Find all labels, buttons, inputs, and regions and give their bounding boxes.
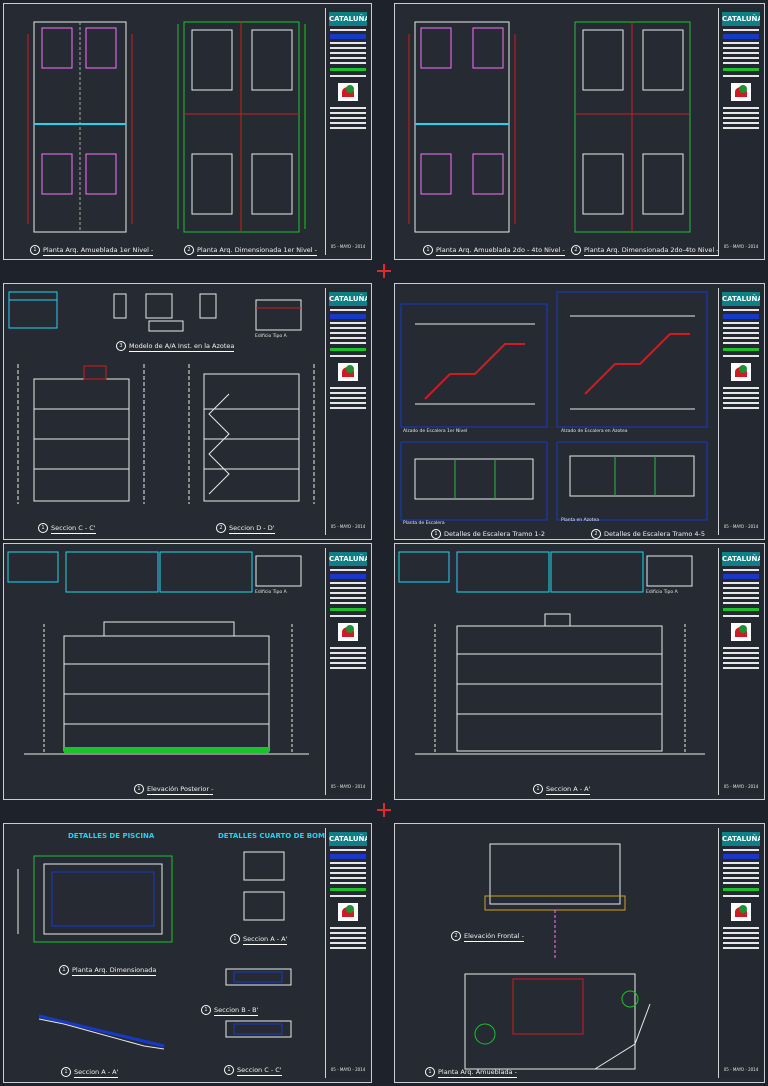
project-title: CATALUÑA II — [329, 12, 367, 26]
pool-detail-drawings — [17, 851, 292, 1050]
sheet-separator-cross-icon — [377, 803, 391, 817]
company-logo-icon — [731, 363, 751, 381]
title-block: CATALUÑA II 05 - MAYO - 2014 — [325, 548, 370, 795]
sheet-date: 05 - MAYO - 2014 — [723, 244, 759, 249]
project-title: CATALUÑA II — [329, 832, 367, 846]
company-logo-icon — [338, 83, 358, 101]
sheet-detalles-escalera[interactable]: Alzado de Escalera 1er Nivel Alzado de E… — [394, 283, 765, 540]
project-title: CATALUÑA II — [722, 292, 760, 306]
project-title: CATALUÑA II — [329, 292, 367, 306]
stair-detail-drawings — [400, 291, 708, 521]
project-title: CATALUÑA II — [722, 552, 760, 566]
section-drawing — [398, 551, 705, 755]
title-block: CATALUÑA II 05 - MAYO - 2014 — [718, 548, 763, 795]
title-block: CATALUÑA II 05 - MAYO - 2014 — [325, 8, 370, 255]
company-logo-icon — [731, 83, 751, 101]
title-block: CATALUÑA II 05 - MAYO - 2014 — [325, 288, 370, 535]
sheet-date: 05 - MAYO - 2014 — [330, 524, 366, 529]
site-plan-drawings — [464, 843, 651, 1070]
section-heading: DETALLES DE PISCINA — [68, 832, 155, 840]
company-logo-icon — [731, 903, 751, 921]
title-block: CATALUÑA II 05 - MAYO - 2014 — [325, 828, 370, 1078]
sheet-date: 05 - MAYO - 2014 — [330, 1067, 366, 1072]
section-heading: DETALLES CUARTO DE BOMBA — [218, 832, 336, 840]
sheet-detalles-piscina[interactable]: DETALLES DE PISCINA DETALLES CUARTO DE B… — [3, 823, 372, 1083]
building-type-label: Edificio Tipo A — [646, 590, 678, 595]
company-logo-icon — [338, 903, 358, 921]
sheet-date: 05 - MAYO - 2014 — [330, 244, 366, 249]
title-block: CATALUÑA II 05 - MAYO - 2014 — [718, 828, 763, 1078]
drawing-label: Planta en Azotea — [561, 518, 600, 523]
drawing-label: Alzado de Escalera 1er Nivel — [403, 429, 468, 434]
elevation-drawing — [7, 551, 309, 755]
sheet-separator-cross-icon — [377, 264, 391, 278]
drawing-label: Planta de Escalera — [403, 521, 445, 526]
drawing-label: Alzado de Escalera en Azotea — [561, 429, 628, 434]
sheet-date: 05 - MAYO - 2014 — [330, 784, 366, 789]
project-title: CATALUÑA II — [722, 12, 760, 26]
project-title: CATALUÑA II — [722, 832, 760, 846]
title-block: CATALUÑA II 05 - MAYO - 2014 — [718, 288, 763, 535]
sheet-date: 05 - MAYO - 2014 — [723, 784, 759, 789]
sheet-date: 05 - MAYO - 2014 — [723, 524, 759, 529]
company-logo-icon — [338, 623, 358, 641]
project-title: CATALUÑA II — [329, 552, 367, 566]
floor-plan-drawings — [408, 21, 691, 233]
building-type-label: Edificio Tipo A — [255, 334, 287, 339]
section-drawings — [8, 291, 315, 504]
title-block: CATALUÑA II 05 - MAYO - 2014 — [718, 8, 763, 255]
company-logo-icon — [338, 363, 358, 381]
company-logo-icon — [731, 623, 751, 641]
floor-plan-drawings — [27, 21, 306, 233]
building-type-label: Edificio Tipo A — [255, 590, 287, 595]
sheet-date: 05 - MAYO - 2014 — [723, 1067, 759, 1072]
